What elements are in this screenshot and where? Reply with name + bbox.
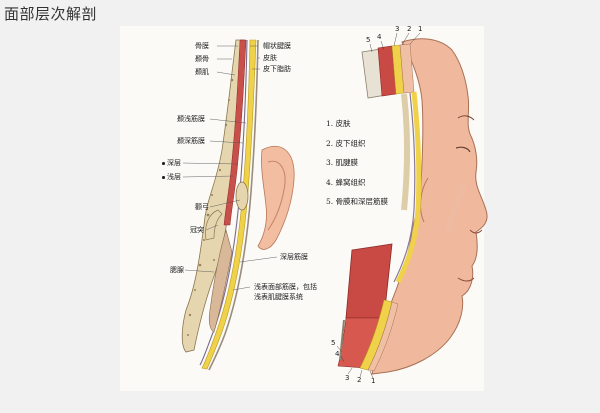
- label-masseter: 腮腺: [170, 266, 184, 274]
- bullet-dot: [162, 162, 165, 165]
- bottom-number-1: 1: [371, 377, 376, 385]
- legend-item: 1. 皮肤: [326, 119, 351, 128]
- legend-item: 4. 蜂窝组织: [326, 177, 366, 187]
- eye-line: [455, 146, 471, 153]
- left-cross-section: [181, 39, 295, 371]
- legend-item: 5. 骨膜和深层筋膜: [326, 197, 389, 206]
- legend-item: 2. 皮下组织: [326, 138, 366, 148]
- right-face-section: [336, 32, 488, 379]
- page-title: 面部层次解剖: [4, 5, 98, 23]
- bullet-dot: [162, 176, 165, 179]
- bottom-number-3: 3: [345, 374, 350, 382]
- label-temporal-bone: 颞骨: [195, 55, 209, 63]
- bottom-number-2: 2: [357, 376, 362, 384]
- bottom-number-4: 4: [335, 350, 340, 358]
- label-deep-fascia: 深层筋膜: [280, 253, 308, 261]
- temporalis-muscle: [223, 39, 247, 226]
- ear-shape: [257, 145, 295, 250]
- label-superficial-temporal-fascia: 颞浅筋膜: [177, 115, 205, 123]
- label-smas-line2: 浅表肌腱膜系统: [254, 293, 303, 301]
- label-skin: 皮肤: [263, 54, 277, 62]
- label-superficial-layer: 浅层: [167, 173, 181, 181]
- label-deep-layer: 深层: [167, 159, 181, 167]
- zygomatic-arch-shape: [235, 181, 249, 211]
- label-smas-line1: 浅表面部筋膜，包括: [254, 283, 317, 291]
- top-number-2: 2: [407, 25, 412, 33]
- masseter-shape: [208, 228, 233, 333]
- label-periosteum: 骨膜: [195, 42, 209, 50]
- label-galea: 帽状腱膜: [263, 42, 291, 50]
- top-number-3: 3: [395, 25, 400, 33]
- legend-item: 3. 肌腱膜: [326, 158, 359, 167]
- top-number-1: 1: [418, 25, 423, 33]
- top-number-5: 5: [366, 36, 371, 44]
- label-subcutaneous-fat: 皮下脂肪: [263, 65, 291, 73]
- label-temporalis: 颞肌: [195, 68, 209, 76]
- label-zygomatic-arch: 颧弓: [195, 203, 209, 211]
- skin-line: [208, 39, 259, 371]
- top-number-4: 4: [377, 33, 382, 41]
- deep-fascia-line: [199, 39, 248, 366]
- bottom-number-5: 5: [331, 339, 336, 347]
- label-coronoid-process: 冠突: [190, 226, 204, 234]
- layer-legend: 1. 皮肤 2. 皮下组织 3. 肌腱膜 4. 蜂窝组织 5. 骨膜和深层筋膜: [326, 118, 388, 216]
- coronoid-shape: [205, 209, 223, 241]
- cut-fat-stripe: [395, 91, 422, 284]
- label-deep-temporal-fascia: 颞深筋膜: [177, 137, 205, 145]
